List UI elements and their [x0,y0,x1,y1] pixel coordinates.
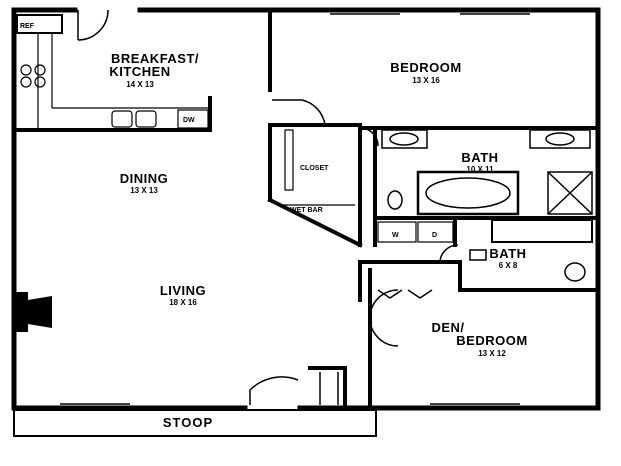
kitchen-dims: 14 X 13 [126,80,154,89]
kitchen-name-line1: BREAKFAST/ [111,51,199,66]
living-dims: 18 X 16 [169,298,197,307]
den-name-line2: BEDROOM [456,333,527,348]
living-name: LIVING [160,283,206,298]
kitchen-name-line2: KITCHEN [109,64,170,79]
bath2-fixtures [469,219,593,282]
dryer-label: D [432,232,437,239]
bath2-name: BATH [489,246,526,261]
laundry-fixtures [377,221,454,243]
entry-closet [319,372,339,405]
dining-dims: 13 X 13 [130,186,158,195]
wet-bar-label: WET BAR [290,207,323,214]
bedroom-dims: 13 X 16 [412,76,440,85]
doors [77,9,459,405]
closet-fixtures [280,129,355,206]
washer-label: W [392,232,399,239]
stoop-label: STOOP [163,415,213,430]
dishwasher-label: DW [183,117,195,124]
dining-name: DINING [120,171,169,186]
fireplace [16,292,52,332]
refrigerator-label: REF [20,23,35,30]
stoop [13,409,377,437]
windows [60,13,530,405]
closet-label: CLOSET [300,165,329,172]
den-name-line1: DEN/ [431,320,464,335]
kitchen-fixtures [16,14,210,130]
bath1-fixtures [381,129,593,216]
bath1-name: BATH [461,150,498,165]
interior-walls [12,10,600,410]
bedroom-name: BEDROOM [390,60,461,75]
bath1-dims: 10 X 11 [466,165,494,174]
exterior-walls [11,7,601,411]
den-dims: 13 X 12 [478,349,506,358]
bath2-dims: 6 X 8 [499,261,518,270]
